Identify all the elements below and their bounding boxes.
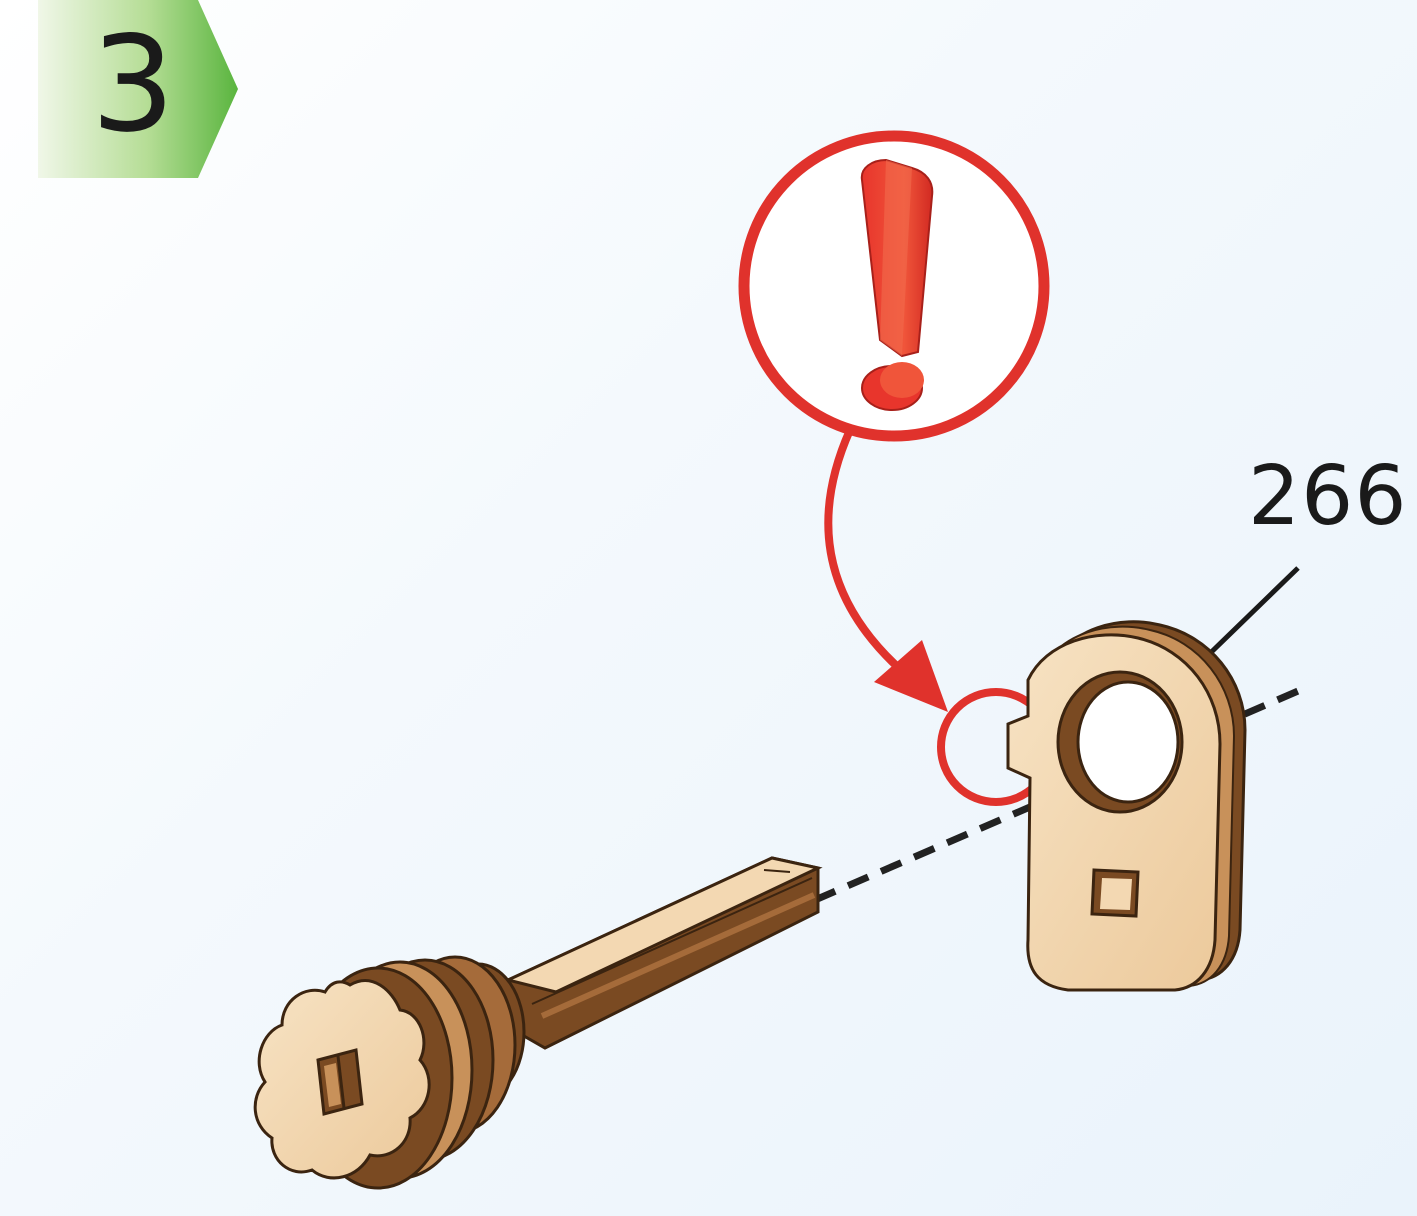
- warning-callout: [744, 136, 1051, 802]
- shaft-part: [255, 858, 818, 1188]
- part-number-label: 266: [1248, 452, 1417, 542]
- ring-plate-part: [1008, 622, 1245, 990]
